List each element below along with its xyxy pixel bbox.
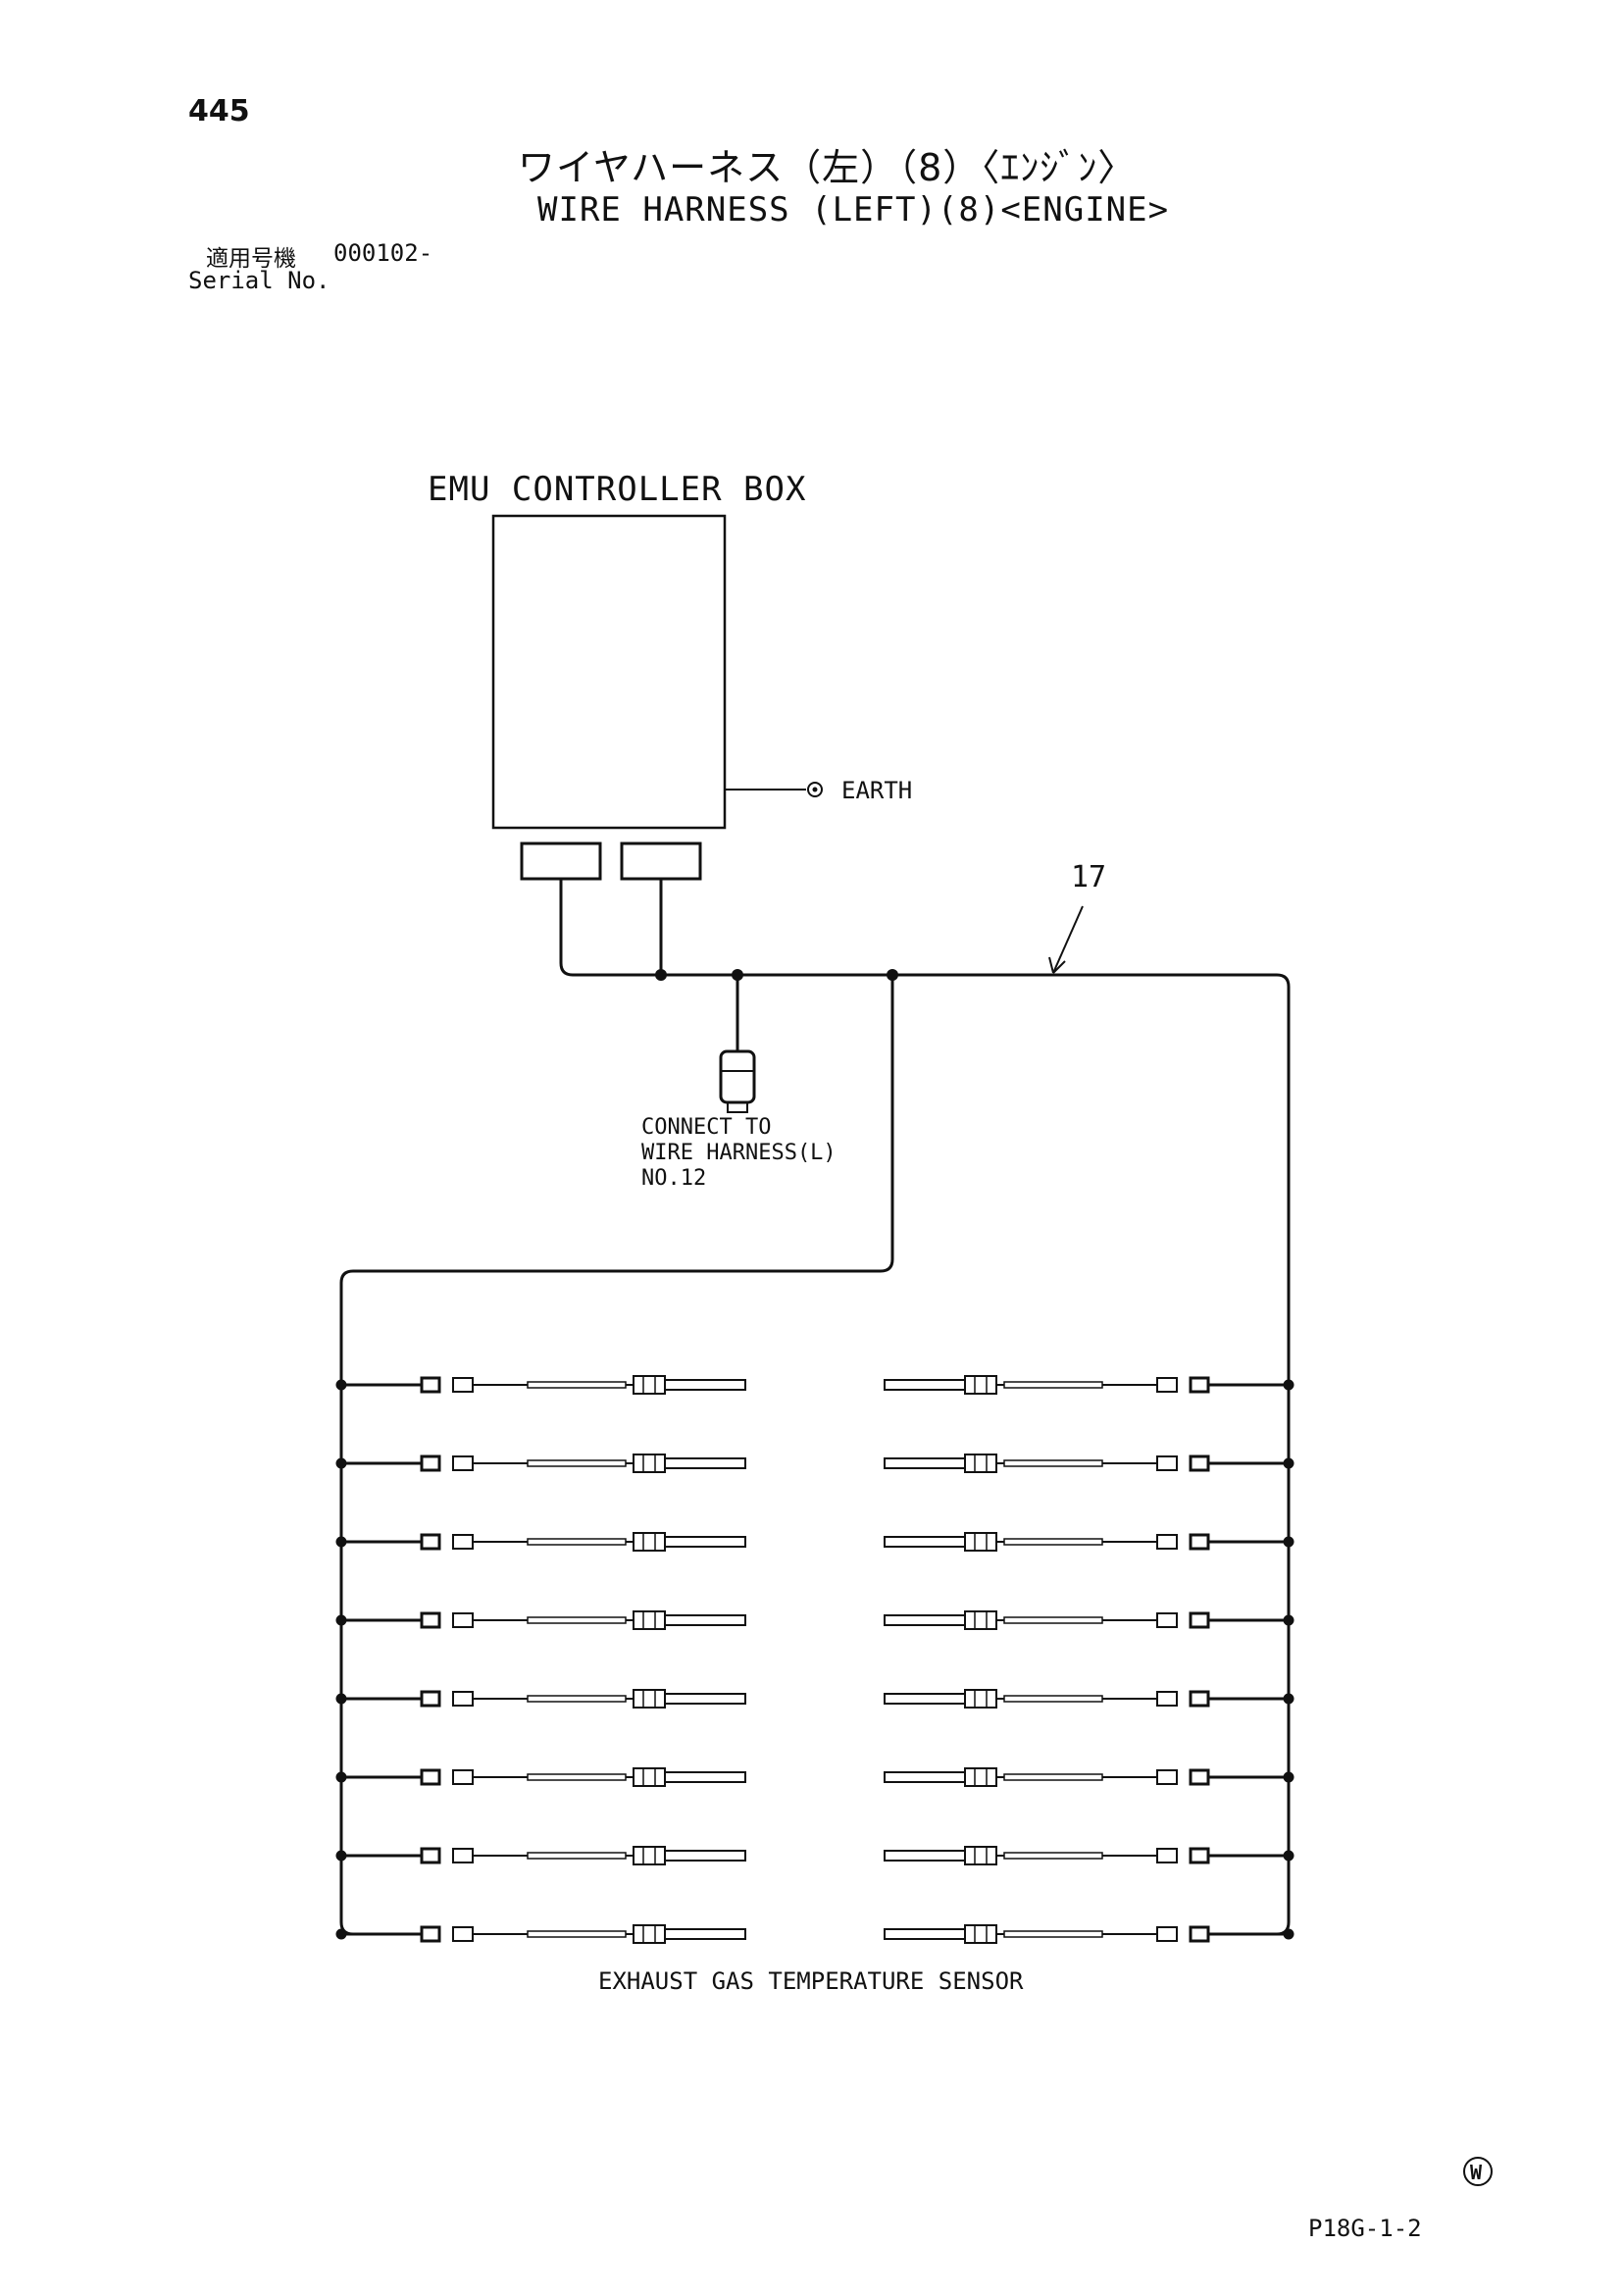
title-english: WIRE HARNESS (LEFT)(8)<ENGINE> (537, 190, 1170, 230)
right-sensor-nut-8 (964, 1924, 997, 1944)
right-sensor-nut-4 (964, 1610, 997, 1630)
part-number-label: 17 (1071, 860, 1106, 894)
left-sensor-nut-4 (633, 1610, 666, 1630)
left-sensor-probe-7 (664, 1850, 746, 1862)
serial-number-value: 000102- (333, 239, 433, 267)
title-japanese: ワイヤハーネス（左）（8）〈ｴﾝｼﾞﾝ〉 (518, 146, 1137, 189)
w-mark-circle (1463, 2157, 1493, 2186)
right-sensor-probe-7 (884, 1850, 966, 1862)
left-sensor-nut-6 (633, 1767, 666, 1787)
harness-left-trunk (339, 975, 894, 1936)
left-sensor-nut-2 (633, 1454, 666, 1473)
connect-note-line-1: CONNECT TO (641, 1115, 771, 1140)
part-number-leader (1052, 905, 1084, 974)
right-sensor-probe-8 (884, 1928, 966, 1940)
controller-connector-right (620, 842, 702, 881)
left-sensor-probe-6 (664, 1771, 746, 1783)
controller-box-label: EMU CONTROLLER BOX (428, 470, 806, 509)
left-sensor-nut-3 (633, 1532, 666, 1552)
controller-connector-left (520, 842, 602, 881)
right-sensor-nut-2 (964, 1454, 997, 1473)
left-sensor-probe-1 (664, 1379, 746, 1391)
earth-label: EARTH (841, 777, 912, 804)
right-sensor-probe-4 (884, 1614, 966, 1626)
right-sensor-nut-5 (964, 1689, 997, 1709)
page-code: P18G-1-2 (1308, 2215, 1422, 2242)
right-sensor-nut-7 (964, 1846, 997, 1865)
left-sensor-nut-8 (633, 1924, 666, 1944)
right-sensor-probe-6 (884, 1771, 966, 1783)
right-sensor-probe-2 (884, 1457, 966, 1469)
w-mark: W (1470, 2161, 1483, 2184)
left-sensor-probe-5 (664, 1693, 746, 1705)
branch-connector-icon (719, 1049, 756, 1104)
left-sensor-nut-7 (633, 1846, 666, 1865)
junction-dots (655, 969, 898, 981)
serial-label-japanese: 適用号機 (206, 246, 296, 272)
left-sensor-probe-3 (664, 1536, 746, 1548)
left-sensor-nut-5 (633, 1689, 666, 1709)
right-sensor-probe-3 (884, 1536, 966, 1548)
controller-box (491, 514, 727, 830)
sensor-label: EXHAUST GAS TEMPERATURE SENSOR (598, 1967, 1024, 1995)
right-sensor-nut-3 (964, 1532, 997, 1552)
right-sensor-probe-1 (884, 1379, 966, 1391)
connect-note-line-2: WIRE HARNESS(L) (641, 1141, 837, 1165)
right-sensor-nut-1 (964, 1375, 997, 1395)
left-sensor-probe-8 (664, 1928, 746, 1940)
connect-note-line-3: NO.12 (641, 1166, 706, 1191)
earth-terminal-icon (807, 782, 823, 797)
left-sensor-probe-2 (664, 1457, 746, 1469)
left-sensor-nut-1 (633, 1375, 666, 1395)
sensor-rows (335, 1375, 1294, 1944)
right-sensor-probe-5 (884, 1693, 966, 1705)
right-sensor-nut-6 (964, 1767, 997, 1787)
left-sensor-probe-4 (664, 1614, 746, 1626)
page-number: 445 (188, 94, 250, 128)
serial-label-english: Serial No. (188, 267, 330, 294)
